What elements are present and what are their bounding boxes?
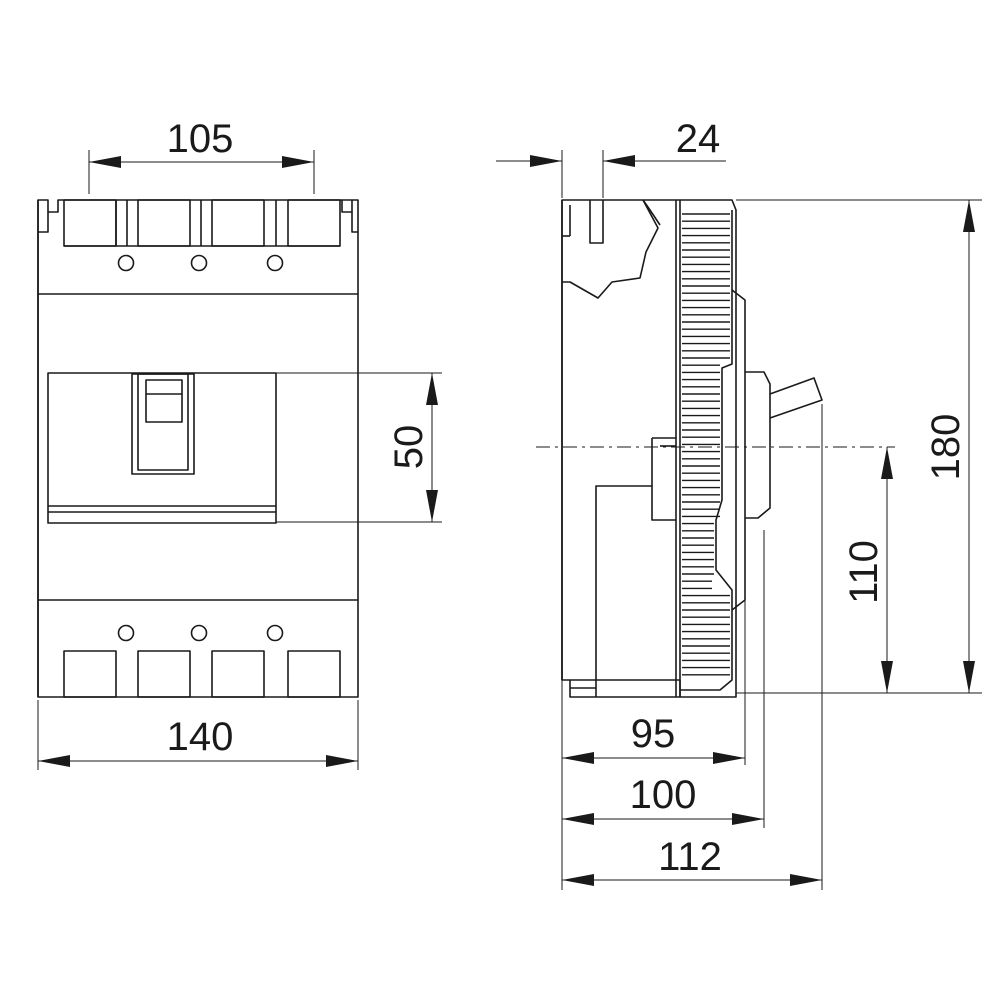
dim-side-top: 24 — [496, 117, 726, 198]
side-handle-lever — [769, 377, 823, 419]
top-terminals — [63, 199, 341, 247]
side-body-outline — [561, 199, 737, 698]
front-cover — [731, 289, 746, 611]
dim-depth-112: 112 — [562, 835, 822, 886]
dim-center-label: 110 — [842, 540, 886, 604]
dim-depth-95: 95 — [562, 712, 745, 764]
dim-front-top-label: 105 — [167, 117, 234, 161]
top-screw-holes — [117, 254, 284, 272]
dim-depth-112-label: 112 — [658, 835, 722, 879]
dim-handle-label: 50 — [387, 425, 431, 470]
dim-height-label: 180 — [924, 414, 968, 481]
dim-depth-100: 100 — [562, 773, 764, 825]
dim-front-bottom: 140 — [37, 700, 359, 770]
dim-front-top: 105 — [88, 117, 315, 194]
dim-depth-95-label: 95 — [631, 712, 676, 756]
toggle-handle — [131, 373, 195, 475]
dim-center: 110 — [842, 447, 893, 693]
dim-height: 180 — [736, 199, 982, 694]
dim-handle: 50 — [276, 372, 442, 523]
front-view: 105 140 50 — [37, 117, 442, 770]
side-handle-housing — [745, 371, 771, 519]
bottom-terminals — [63, 650, 341, 698]
dim-front-bottom-label: 140 — [167, 715, 234, 759]
cooling-fins — [682, 213, 730, 676]
dim-side-top-label: 24 — [676, 117, 721, 161]
terminal-cover — [562, 199, 659, 299]
bottom-screw-holes — [117, 624, 284, 642]
dim-depth-100-label: 100 — [630, 773, 697, 817]
front-body-outline — [37, 199, 359, 698]
side-view: 24 180 110 95 — [496, 117, 982, 890]
handle-window — [47, 372, 277, 524]
